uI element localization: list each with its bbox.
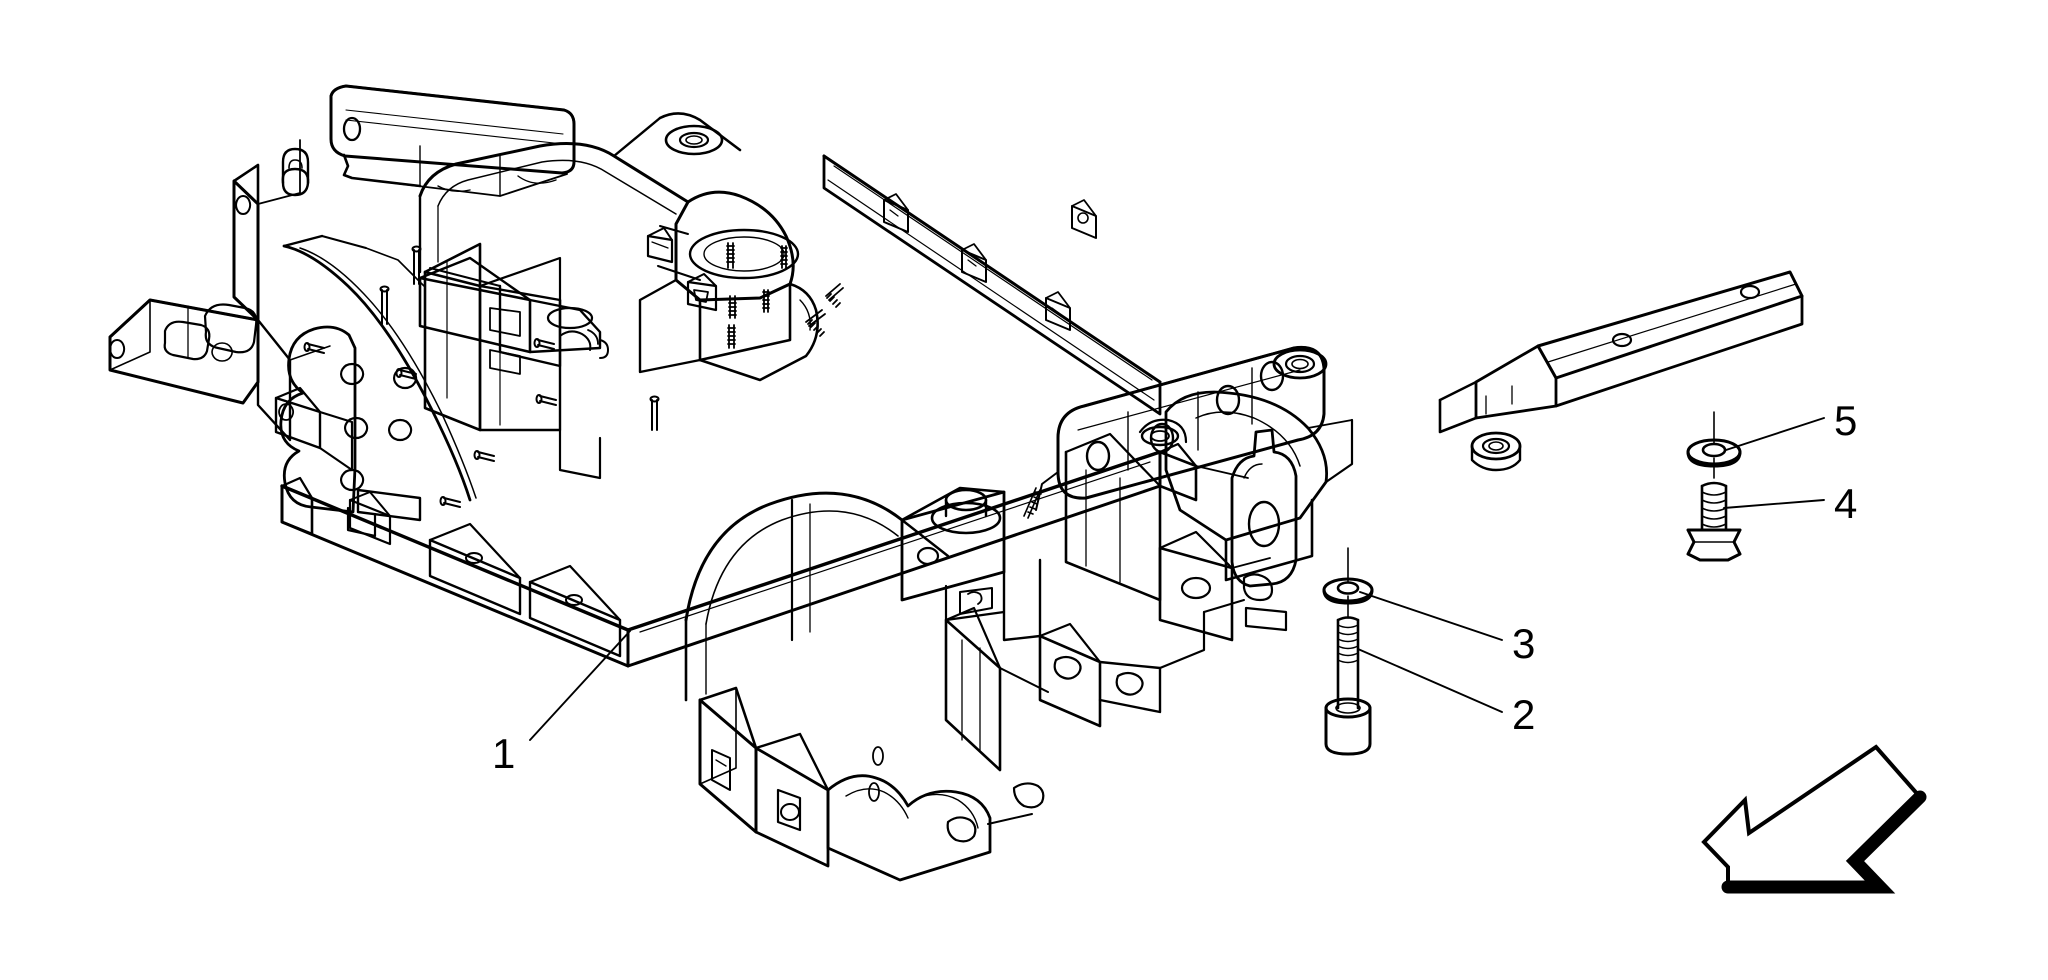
center-lower-gusset xyxy=(944,606,1049,772)
center-clips xyxy=(646,225,718,312)
callout-label-2: 2 xyxy=(1512,691,1536,738)
part-5-washer xyxy=(1686,411,1742,479)
center-top-shell xyxy=(418,112,742,274)
left-small-pins xyxy=(303,245,660,508)
part-3-washer xyxy=(1322,547,1374,619)
center-right-web xyxy=(1064,432,1162,602)
left-curved-brace xyxy=(282,234,477,502)
callout-label-1: 1 xyxy=(492,730,516,777)
center-lower-arch xyxy=(684,491,950,702)
lower-center-plate xyxy=(826,774,1045,882)
leader-2 xyxy=(1357,648,1503,713)
center-lower-tower xyxy=(900,486,1042,642)
mid-cross-rail xyxy=(822,154,1162,416)
leader-5 xyxy=(1725,417,1825,451)
direction-arrow xyxy=(1701,744,1927,894)
subframe-linework xyxy=(108,84,1927,894)
callout-label-5: 5 xyxy=(1834,397,1858,444)
upper-left-crossbar xyxy=(329,84,576,197)
part-4-bolt xyxy=(1686,481,1742,562)
right-hub-block xyxy=(1164,348,1354,582)
lower-right-brackets xyxy=(1038,599,1245,728)
leader-1 xyxy=(529,630,631,741)
leader-lines xyxy=(529,417,1825,741)
right-lower-plate xyxy=(1138,418,1249,502)
center-strut-tower xyxy=(638,190,844,382)
leader-4 xyxy=(1723,499,1825,509)
right-boss-mount xyxy=(1470,431,1522,472)
left-flat-panel xyxy=(418,256,609,359)
callout-label-3: 3 xyxy=(1512,620,1536,667)
left-upright xyxy=(232,139,331,442)
right-vertical-bracket xyxy=(1230,428,1298,632)
center-notched-bracket xyxy=(429,267,562,375)
part-2-bolt xyxy=(1324,616,1372,756)
leader-3 xyxy=(1359,591,1503,641)
right-outer-wing xyxy=(1438,270,1804,434)
callout-label-4: 4 xyxy=(1834,480,1858,527)
left-front-horn xyxy=(274,386,354,536)
